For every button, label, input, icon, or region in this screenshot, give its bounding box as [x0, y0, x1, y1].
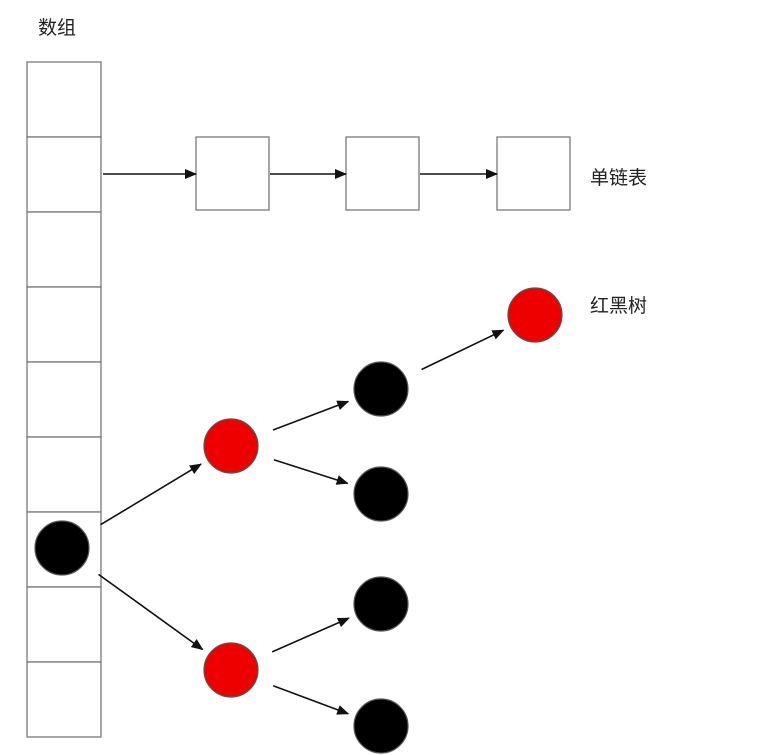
- array-label: 数组: [38, 17, 76, 39]
- tree-edge: [273, 458, 349, 485]
- array-cell: [26, 136, 102, 213]
- tree-node-black: [34, 520, 90, 576]
- tree-node-black: [353, 361, 409, 417]
- tree-edges: [98, 329, 505, 715]
- tree-node-red: [507, 287, 563, 343]
- tree-edge: [272, 684, 350, 715]
- array-cell: [26, 661, 102, 738]
- list-node: [195, 136, 270, 211]
- tree-node-black: [353, 576, 409, 632]
- list-node: [345, 136, 420, 211]
- list-node: [496, 136, 571, 211]
- linked-list-label: 单链表: [590, 167, 647, 189]
- array-cell: [26, 61, 102, 138]
- array-cells: [26, 61, 102, 738]
- array-cell: [26, 361, 102, 438]
- tree-edge: [100, 463, 202, 526]
- tree-node-red: [203, 642, 259, 698]
- linked-list-nodes: [195, 136, 571, 211]
- tree-nodes: [34, 287, 563, 754]
- tree-edge: [271, 617, 350, 653]
- array-cell: [26, 211, 102, 288]
- tree-edge: [421, 329, 505, 371]
- tree-node-black: [353, 698, 409, 754]
- tree-node-black: [353, 466, 409, 522]
- array-cell: [26, 436, 102, 513]
- tree-edge: [272, 400, 350, 431]
- array-cell: [26, 286, 102, 363]
- array-cell: [26, 586, 102, 663]
- tree-node-red: [203, 418, 259, 474]
- rb-tree-label: 红黑树: [590, 295, 647, 317]
- tree-edge: [98, 573, 204, 651]
